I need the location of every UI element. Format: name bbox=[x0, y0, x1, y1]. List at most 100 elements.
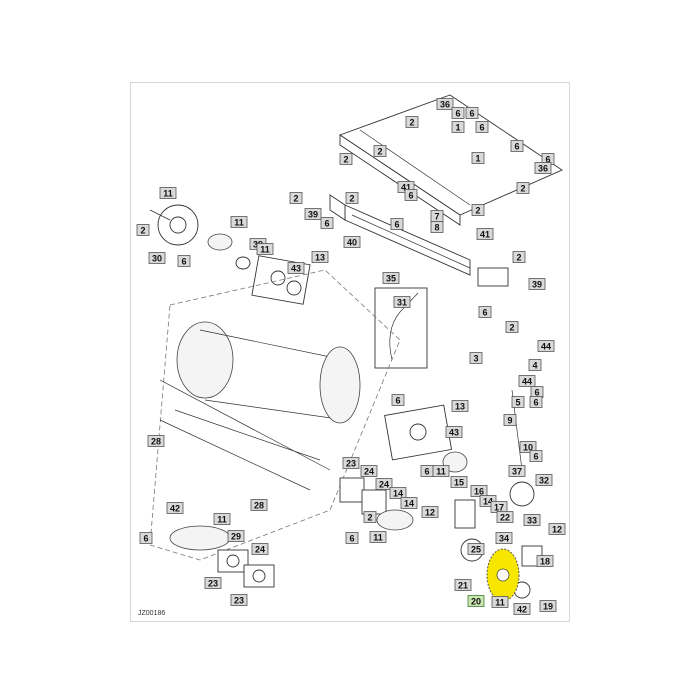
callout-21[interactable]: 21 bbox=[454, 579, 472, 591]
callout-36[interactable]: 36 bbox=[534, 162, 552, 174]
callout-8[interactable]: 8 bbox=[430, 221, 444, 233]
callout-23[interactable]: 23 bbox=[342, 457, 360, 469]
callout-6[interactable]: 6 bbox=[451, 107, 465, 119]
callout-2[interactable]: 2 bbox=[516, 182, 530, 194]
callout-14[interactable]: 14 bbox=[479, 495, 497, 507]
callout-6[interactable]: 6 bbox=[139, 532, 153, 544]
callout-14[interactable]: 14 bbox=[389, 487, 407, 499]
callout-label: 6 bbox=[408, 191, 413, 201]
callout-11[interactable]: 11 bbox=[230, 216, 248, 228]
callout-25[interactable]: 25 bbox=[467, 543, 485, 555]
callout-29[interactable]: 29 bbox=[227, 530, 245, 542]
callout-label: 25 bbox=[471, 545, 481, 555]
callout-14[interactable]: 14 bbox=[400, 497, 418, 509]
callout-11[interactable]: 11 bbox=[491, 596, 509, 608]
callout-label: 41 bbox=[401, 183, 411, 193]
callout-13[interactable]: 13 bbox=[451, 400, 469, 412]
upper-frame-drawing bbox=[329, 94, 563, 287]
callout-label: 6 bbox=[533, 398, 538, 408]
callout-43[interactable]: 43 bbox=[287, 262, 305, 274]
callout-30[interactable]: 30 bbox=[148, 252, 166, 264]
callout-2[interactable]: 2 bbox=[405, 116, 419, 128]
callout-23[interactable]: 23 bbox=[230, 594, 248, 606]
callout-31[interactable]: 31 bbox=[393, 296, 411, 308]
callout-9[interactable]: 9 bbox=[503, 414, 517, 426]
callout-11[interactable]: 11 bbox=[256, 243, 274, 255]
callout-12[interactable]: 12 bbox=[421, 506, 439, 518]
callout-16[interactable]: 16 bbox=[470, 485, 488, 497]
callout-6[interactable]: 6 bbox=[530, 386, 544, 398]
callout-18[interactable]: 18 bbox=[536, 555, 554, 567]
callout-6[interactable]: 6 bbox=[510, 140, 524, 152]
callout-2[interactable]: 2 bbox=[505, 321, 519, 333]
callout-6[interactable]: 6 bbox=[478, 306, 492, 318]
callout-34[interactable]: 34 bbox=[495, 532, 513, 544]
callout-6[interactable]: 6 bbox=[345, 532, 359, 544]
callout-15[interactable]: 15 bbox=[450, 476, 468, 488]
callout-4[interactable]: 4 bbox=[528, 359, 542, 371]
callout-37[interactable]: 37 bbox=[508, 465, 526, 477]
callout-1[interactable]: 1 bbox=[471, 152, 485, 164]
callout-label: 6 bbox=[349, 534, 354, 544]
callout-label: 24 bbox=[379, 480, 389, 490]
callout-24[interactable]: 24 bbox=[251, 543, 269, 555]
callout-28[interactable]: 28 bbox=[147, 435, 165, 447]
callout-12[interactable]: 12 bbox=[548, 523, 566, 535]
callout-label: 11 bbox=[260, 245, 270, 255]
callout-36[interactable]: 36 bbox=[436, 98, 454, 110]
callout-6[interactable]: 6 bbox=[529, 396, 543, 408]
callout-2[interactable]: 2 bbox=[471, 204, 485, 216]
callout-24[interactable]: 24 bbox=[360, 465, 378, 477]
callout-1[interactable]: 1 bbox=[451, 121, 465, 133]
callout-6[interactable]: 6 bbox=[529, 450, 543, 462]
callout-23[interactable]: 23 bbox=[204, 577, 222, 589]
callout-6[interactable]: 6 bbox=[390, 218, 404, 230]
callout-11[interactable]: 11 bbox=[369, 531, 387, 543]
callout-42[interactable]: 42 bbox=[166, 502, 184, 514]
callout-13[interactable]: 13 bbox=[311, 251, 329, 263]
callout-20[interactable]: 20 bbox=[467, 595, 485, 607]
callout-43[interactable]: 43 bbox=[445, 426, 463, 438]
callout-2[interactable]: 2 bbox=[363, 511, 377, 523]
callout-6[interactable]: 6 bbox=[404, 189, 418, 201]
callout-22[interactable]: 22 bbox=[496, 511, 514, 523]
callout-6[interactable]: 6 bbox=[320, 217, 334, 229]
callout-24[interactable]: 24 bbox=[375, 478, 393, 490]
callout-6[interactable]: 6 bbox=[475, 121, 489, 133]
callout-label: 6 bbox=[143, 534, 148, 544]
callout-2[interactable]: 2 bbox=[289, 192, 303, 204]
callout-2[interactable]: 2 bbox=[345, 192, 359, 204]
callout-42[interactable]: 42 bbox=[513, 603, 531, 615]
callout-28[interactable]: 28 bbox=[250, 499, 268, 511]
callout-label: 20 bbox=[471, 597, 481, 607]
callout-3[interactable]: 3 bbox=[469, 352, 483, 364]
upper-left-gear-drawing bbox=[149, 204, 311, 305]
callout-19[interactable]: 19 bbox=[539, 600, 557, 612]
callout-6[interactable]: 6 bbox=[391, 394, 405, 406]
callout-33[interactable]: 33 bbox=[523, 514, 541, 526]
callout-35[interactable]: 35 bbox=[382, 272, 400, 284]
callout-17[interactable]: 17 bbox=[490, 501, 508, 513]
callout-2[interactable]: 2 bbox=[373, 145, 387, 157]
callout-11[interactable]: 11 bbox=[213, 513, 231, 525]
callout-41[interactable]: 41 bbox=[476, 228, 494, 240]
callout-2[interactable]: 2 bbox=[512, 251, 526, 263]
callout-7[interactable]: 7 bbox=[430, 210, 444, 222]
callout-10[interactable]: 10 bbox=[519, 441, 537, 453]
callout-32[interactable]: 32 bbox=[535, 474, 553, 486]
callout-2[interactable]: 2 bbox=[136, 224, 150, 236]
callout-11[interactable]: 11 bbox=[159, 187, 177, 199]
callout-44[interactable]: 44 bbox=[518, 375, 536, 387]
callout-40[interactable]: 40 bbox=[343, 236, 361, 248]
callout-39[interactable]: 39 bbox=[528, 278, 546, 290]
callout-11[interactable]: 11 bbox=[432, 465, 450, 477]
callout-6[interactable]: 6 bbox=[177, 255, 191, 267]
callout-6[interactable]: 6 bbox=[420, 465, 434, 477]
callout-label: 32 bbox=[539, 476, 549, 486]
callout-2[interactable]: 2 bbox=[339, 153, 353, 165]
callout-39[interactable]: 39 bbox=[304, 208, 322, 220]
callout-44[interactable]: 44 bbox=[537, 340, 555, 352]
callout-label: 6 bbox=[469, 109, 474, 119]
callout-5[interactable]: 5 bbox=[511, 396, 525, 408]
callout-6[interactable]: 6 bbox=[465, 107, 479, 119]
